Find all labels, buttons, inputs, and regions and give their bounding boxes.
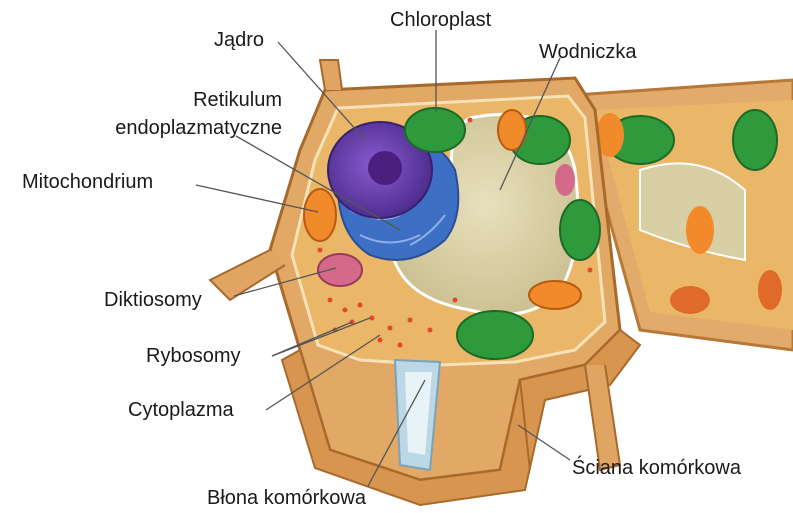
label-cytoplazma: Cytoplazma [128,398,234,422]
label-diktiosomy: Diktiosomy [104,288,202,312]
label-retikulum-line2: endoplazmatyczne [40,116,282,140]
label-rybosomy: Rybosomy [146,344,240,368]
label-blona-komorkowa: Błona komórkowa [207,486,366,510]
label-mitochondrium: Mitochondrium [22,170,153,194]
label-jadro: Jądro [214,28,264,52]
label-chloroplast: Chloroplast [390,8,491,32]
label-wodniczka: Wodniczka [539,40,636,64]
label-sciana-komorkowa: Ściana komórkowa [572,456,741,480]
label-retikulum-line1: Retikulum [120,88,282,112]
